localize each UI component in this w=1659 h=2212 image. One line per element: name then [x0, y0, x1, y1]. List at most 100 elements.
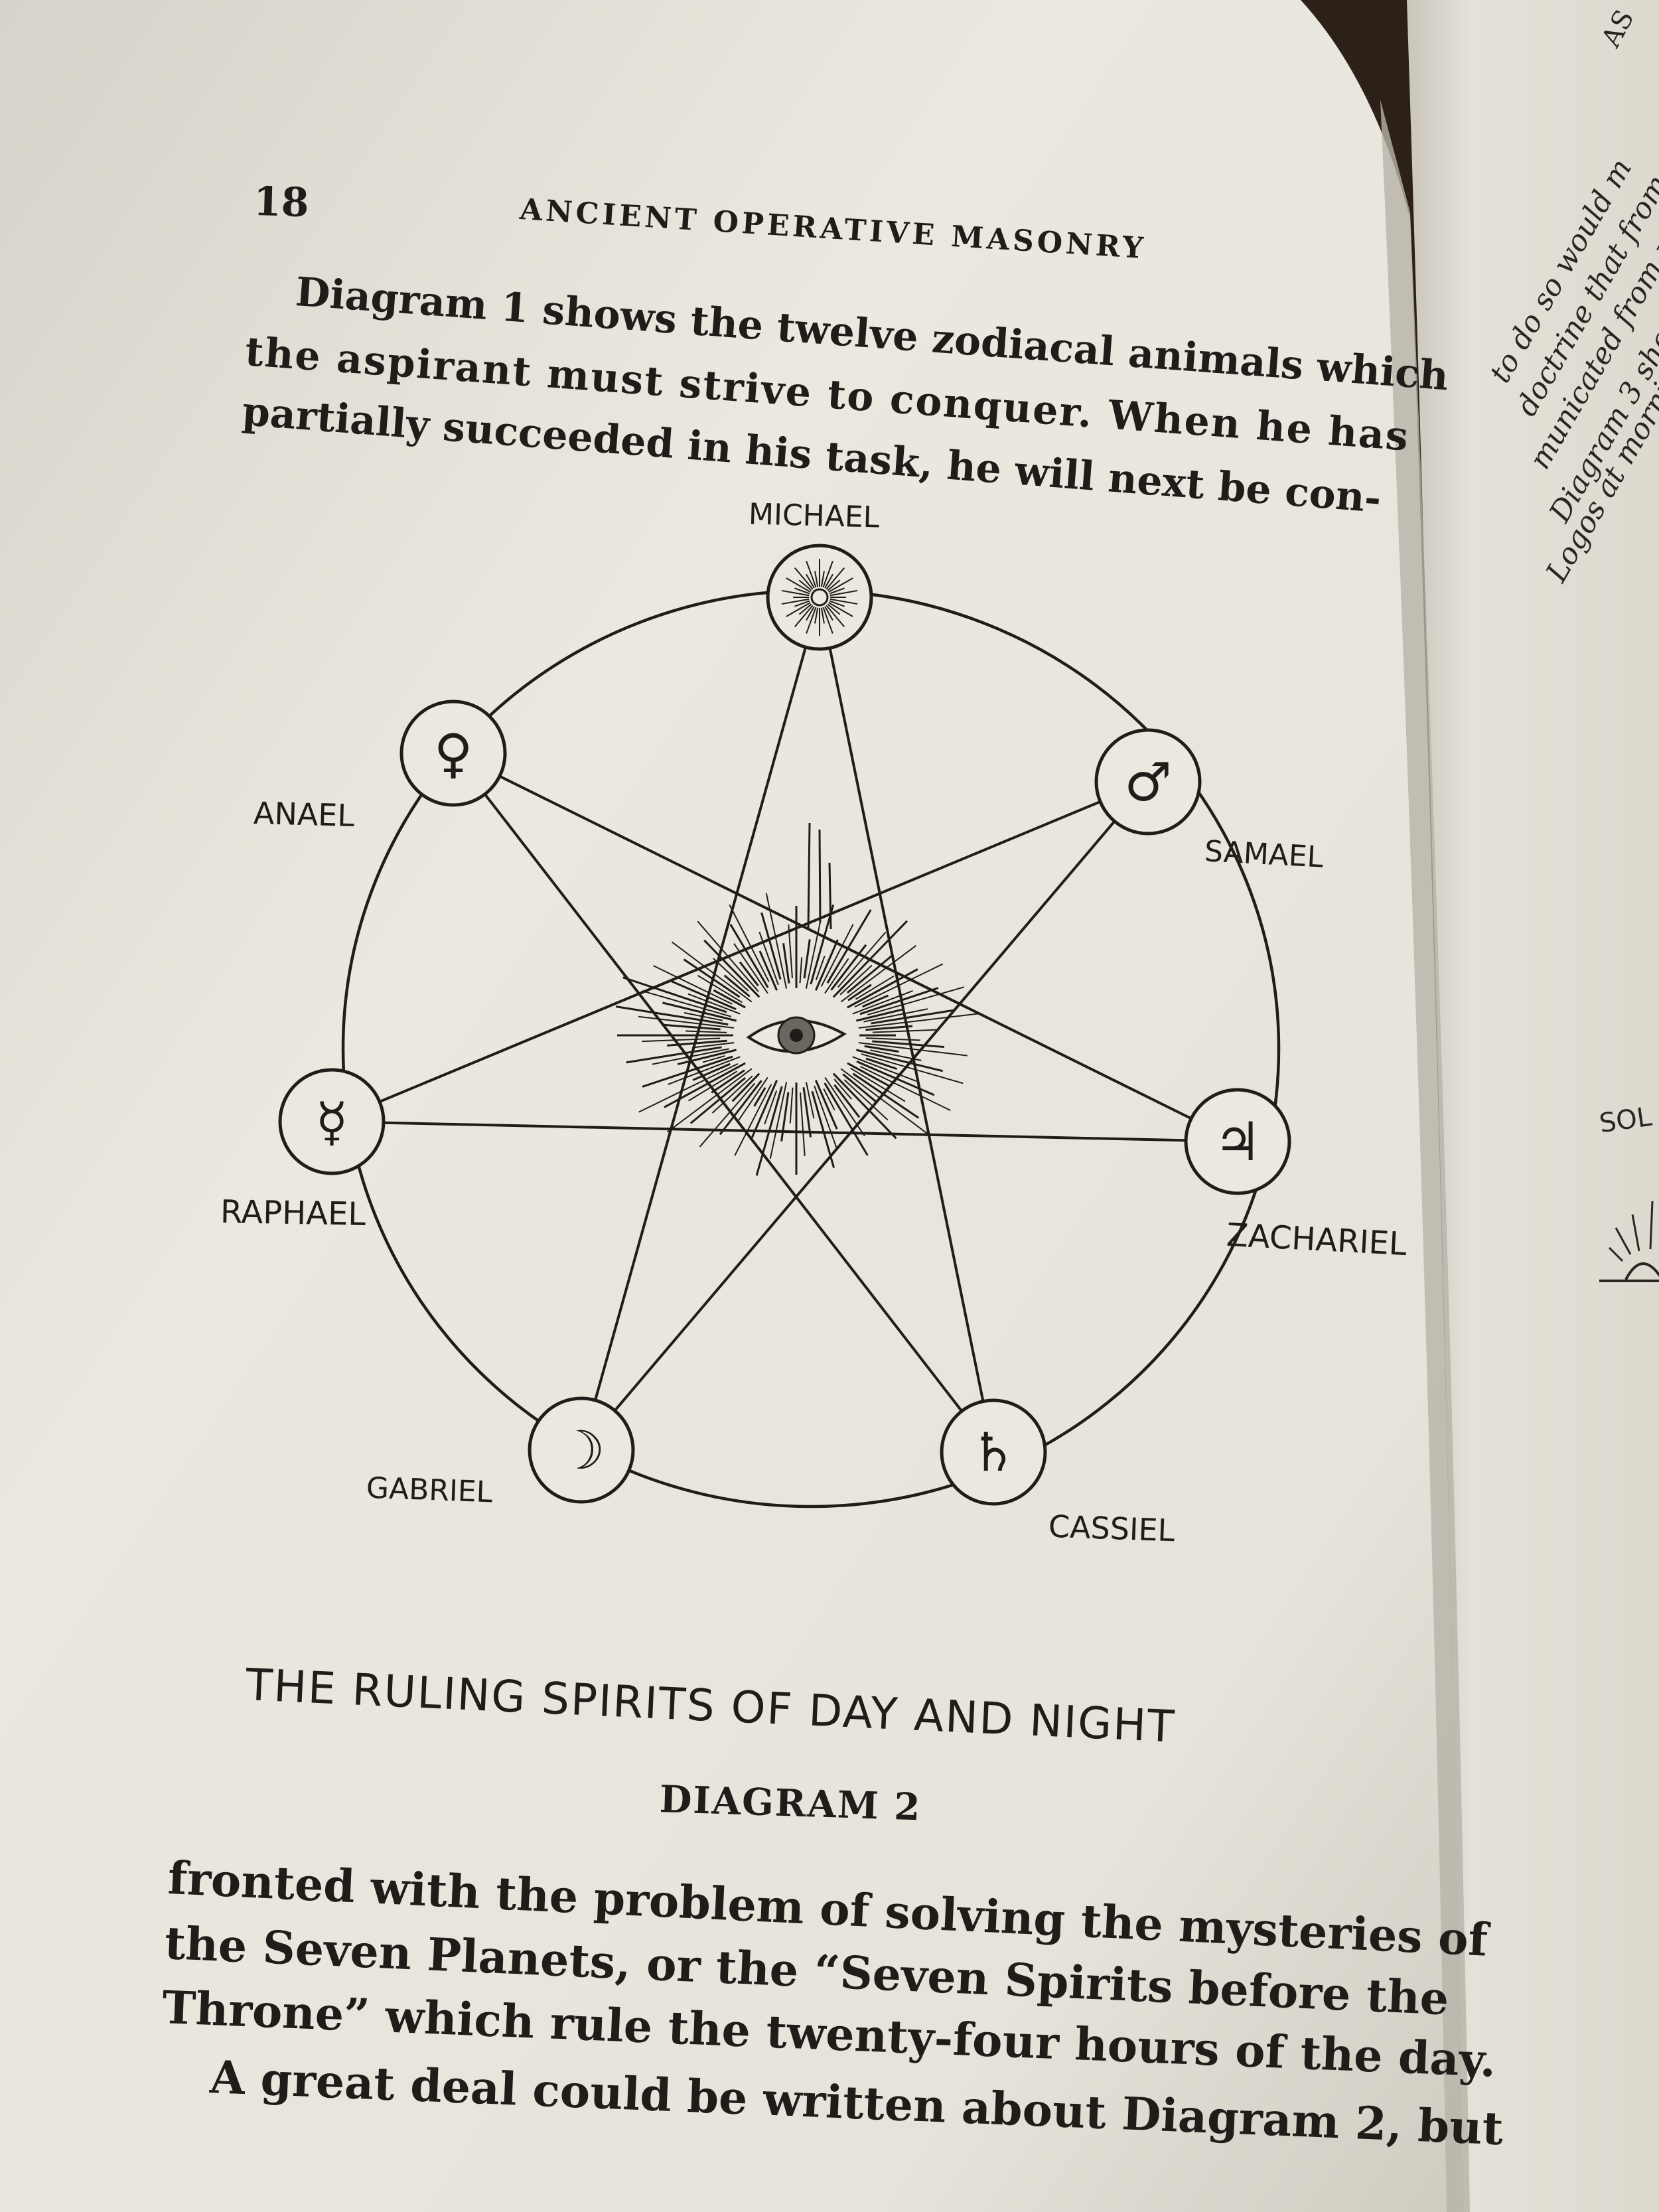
rising-sun-icon	[1599, 1201, 1659, 1282]
glory-ray	[828, 862, 832, 930]
glory-ray	[847, 968, 918, 1009]
planet-node-circle	[940, 1398, 1047, 1506]
planet-node-circle	[1094, 728, 1202, 836]
glory-ray	[811, 1090, 835, 1168]
ruling-spirits-diagram: ♂ ♃ ♄ ☽ ☿ ♀	[278, 544, 1291, 1509]
glory-ray	[697, 921, 759, 992]
glory-ray	[832, 1072, 897, 1140]
glory-ray	[858, 1042, 968, 1057]
glory-ray	[833, 1078, 853, 1100]
glory-ray	[823, 1088, 835, 1111]
diagram-subtitle: DIAGRAM 2	[658, 1777, 922, 1830]
glory-ray	[852, 990, 913, 1015]
glory-ray	[871, 1009, 954, 1025]
gutter-shadow	[1380, 100, 1470, 2212]
glory-ray	[683, 958, 741, 998]
glory-ray	[713, 989, 746, 1009]
glory-ray	[731, 1072, 760, 1102]
planet-node-anael: ♀	[399, 700, 507, 807]
glory-ray	[702, 1055, 725, 1063]
glory-ray	[661, 1023, 721, 1031]
planet-symbol-icon: ♀	[434, 723, 473, 784]
glory-ray	[642, 990, 732, 1017]
glory-ray	[780, 1092, 790, 1142]
glory-ray	[855, 1049, 944, 1072]
glory-ray	[672, 941, 753, 1003]
glory-ray	[684, 1012, 723, 1021]
glory-ray	[869, 1049, 922, 1061]
glory-ray	[847, 1062, 891, 1088]
planet-node-cassiel: ♄	[940, 1398, 1047, 1506]
glory-ray	[826, 909, 872, 984]
glory-ray	[626, 1046, 722, 1064]
glory-ray	[814, 939, 839, 991]
glory-ray	[859, 987, 939, 1015]
glory-ray	[729, 904, 770, 982]
glory-ray	[753, 1087, 766, 1107]
glory-ray	[858, 1013, 979, 1029]
label-michael: MICHAEL	[748, 497, 880, 535]
glory-ray	[666, 1039, 727, 1047]
label-raphael: RAPHAEL	[220, 1193, 366, 1233]
glory-ray	[769, 1082, 788, 1159]
glory-ray	[872, 1040, 944, 1049]
glory-ray	[814, 1085, 837, 1149]
glory-ray	[711, 1069, 745, 1094]
glory-ray	[861, 994, 889, 1008]
right-page	[1407, 0, 1659, 2212]
planet-node-circle	[278, 1068, 386, 1175]
glory-ray	[668, 1056, 741, 1085]
glory-ray	[846, 954, 894, 994]
glory-ray	[764, 1090, 778, 1125]
glory-ray	[723, 974, 751, 997]
glory-ray	[872, 1029, 938, 1033]
glory-ray	[788, 924, 793, 978]
glory-ray	[810, 904, 835, 985]
glory-ray	[699, 1082, 756, 1147]
glory-ray	[615, 1005, 729, 1026]
glory-ray	[842, 1073, 878, 1104]
planet-symbol-icon: ♃	[1214, 1111, 1262, 1173]
glory-ray	[855, 975, 895, 1000]
glory-ray	[642, 1037, 721, 1043]
planet-symbol-icon: ☽	[557, 1420, 605, 1481]
planet-node-raphael: ☿	[278, 1068, 386, 1175]
glory-ray	[719, 1080, 762, 1136]
label-cassiel: CASSIEL	[1048, 1508, 1176, 1549]
glory-ray	[807, 822, 811, 930]
label-gabriel: GABRIEL	[366, 1471, 494, 1510]
glory-ray	[820, 924, 854, 987]
glory-ray	[854, 963, 944, 1008]
glory-ray	[863, 1008, 928, 1023]
planet-symbol-icon: ☿	[315, 1091, 348, 1153]
glory-ray	[805, 921, 822, 989]
glory-ray	[864, 1045, 899, 1053]
glory-ray	[642, 1055, 733, 1088]
planet-node-circle	[528, 1396, 635, 1504]
glory-ray	[782, 943, 790, 984]
glory-ray	[852, 1056, 917, 1082]
glory-ray	[830, 944, 867, 991]
glory-ray	[755, 1086, 783, 1176]
glory-ray	[837, 931, 887, 988]
glory-ray	[739, 961, 759, 987]
glory-ray	[840, 1068, 931, 1136]
glory-ray	[860, 1066, 951, 1112]
radiant-glory	[615, 822, 979, 1176]
planet-node-circle	[1184, 1088, 1291, 1195]
glory-ray	[865, 1057, 898, 1070]
glory-ray	[867, 986, 965, 1016]
glory-ray	[622, 976, 727, 1013]
glory-ray	[765, 893, 788, 989]
glory-ray	[737, 1076, 768, 1122]
glory-ray	[697, 974, 743, 1003]
planet-node-zachariel: ♃	[1184, 1088, 1291, 1195]
star-line	[331, 1120, 1238, 1143]
glory-ray	[692, 1063, 731, 1081]
glory-ray	[666, 1068, 753, 1133]
planet-symbol-icon: ♄	[970, 1422, 1017, 1483]
star-line	[453, 752, 1238, 1143]
label-samael: SAMAEL	[1203, 834, 1325, 875]
planet-symbol-icon: ♂	[1124, 751, 1172, 813]
